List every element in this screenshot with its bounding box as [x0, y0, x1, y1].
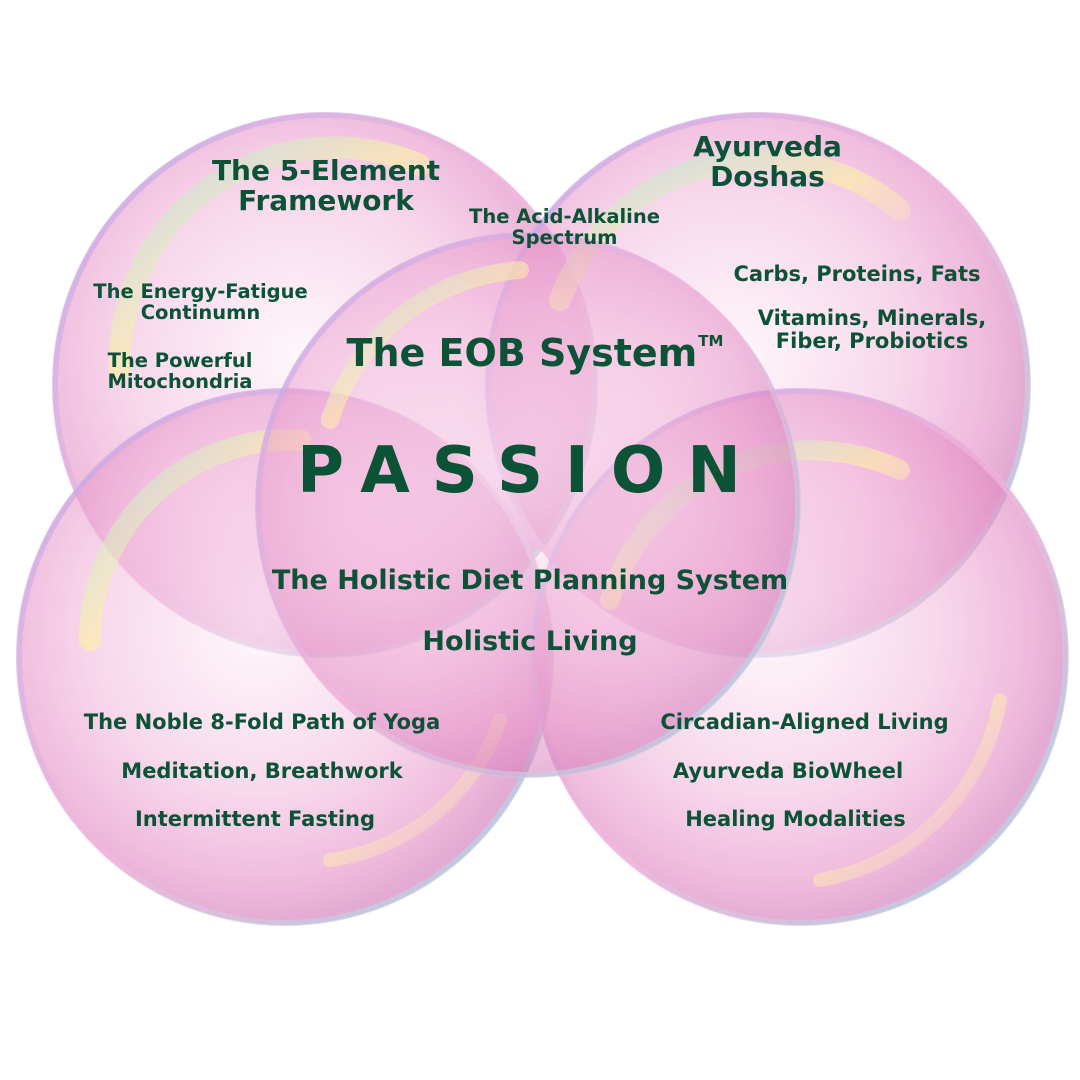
- top-right-item-vitamins: Vitamins, Minerals, Fiber, Probiotics: [752, 307, 992, 352]
- top-left-item-mitochondria: The Powerful Mitochondria: [90, 350, 270, 392]
- top-left-title: The 5-Element Framework: [200, 154, 452, 218]
- bottom-left-item-meditation: Meditation, Breathwork: [121, 759, 403, 783]
- top-right-item-macros: Carbs, Proteins, Fats: [733, 262, 981, 286]
- bottom-right-item-biowheel: Ayurveda BioWheel: [672, 759, 904, 783]
- bottom-right-item-healing: Healing Modalities: [685, 807, 906, 831]
- holistic-diet-label: The Holistic Diet Planning System: [271, 565, 789, 596]
- top-left-title-line1: The 5-Element: [211, 154, 441, 187]
- bubble-center: [255, 232, 801, 778]
- holistic-living-label: Holistic Living: [422, 626, 638, 657]
- top-left-item1-line1: The Energy-Fatigue: [93, 280, 308, 303]
- acid-alkaline-line1: The Acid-Alkaline: [469, 205, 660, 228]
- center-title: The EOB SystemTM: [340, 331, 730, 375]
- top-left-item-energy: The Energy-Fatigue Continumn: [78, 281, 323, 323]
- top-right-title-line1: Ayurveda: [693, 130, 842, 163]
- trademark-mark: TM: [698, 332, 724, 350]
- top-right-item2-line2: Fiber, Probiotics: [775, 328, 969, 353]
- bottom-left-item-fasting: Intermittent Fasting: [134, 807, 376, 831]
- eob-system-title: The EOB System: [346, 331, 698, 375]
- top-left-title-line2: Framework: [238, 184, 414, 218]
- bottom-left-item-yoga: The Noble 8-Fold Path of Yoga: [83, 710, 441, 734]
- top-left-item2-line1: The Powerful: [107, 349, 253, 372]
- acid-alkaline-label: The Acid-Alkaline Spectrum: [452, 206, 677, 248]
- passion-core-label: PASSION: [297, 434, 763, 508]
- acid-alkaline-line2: Spectrum: [511, 226, 618, 250]
- bottom-right-item-circadian: Circadian-Aligned Living: [660, 710, 949, 734]
- top-right-item2-line1: Vitamins, Minerals,: [757, 306, 987, 330]
- top-left-item1-line2: Continumn: [140, 301, 261, 325]
- top-right-title: Ayurveda Doshas: [675, 130, 860, 194]
- top-right-title-line2: Doshas: [710, 160, 825, 194]
- top-left-item2-line2: Mitochondria: [107, 370, 253, 394]
